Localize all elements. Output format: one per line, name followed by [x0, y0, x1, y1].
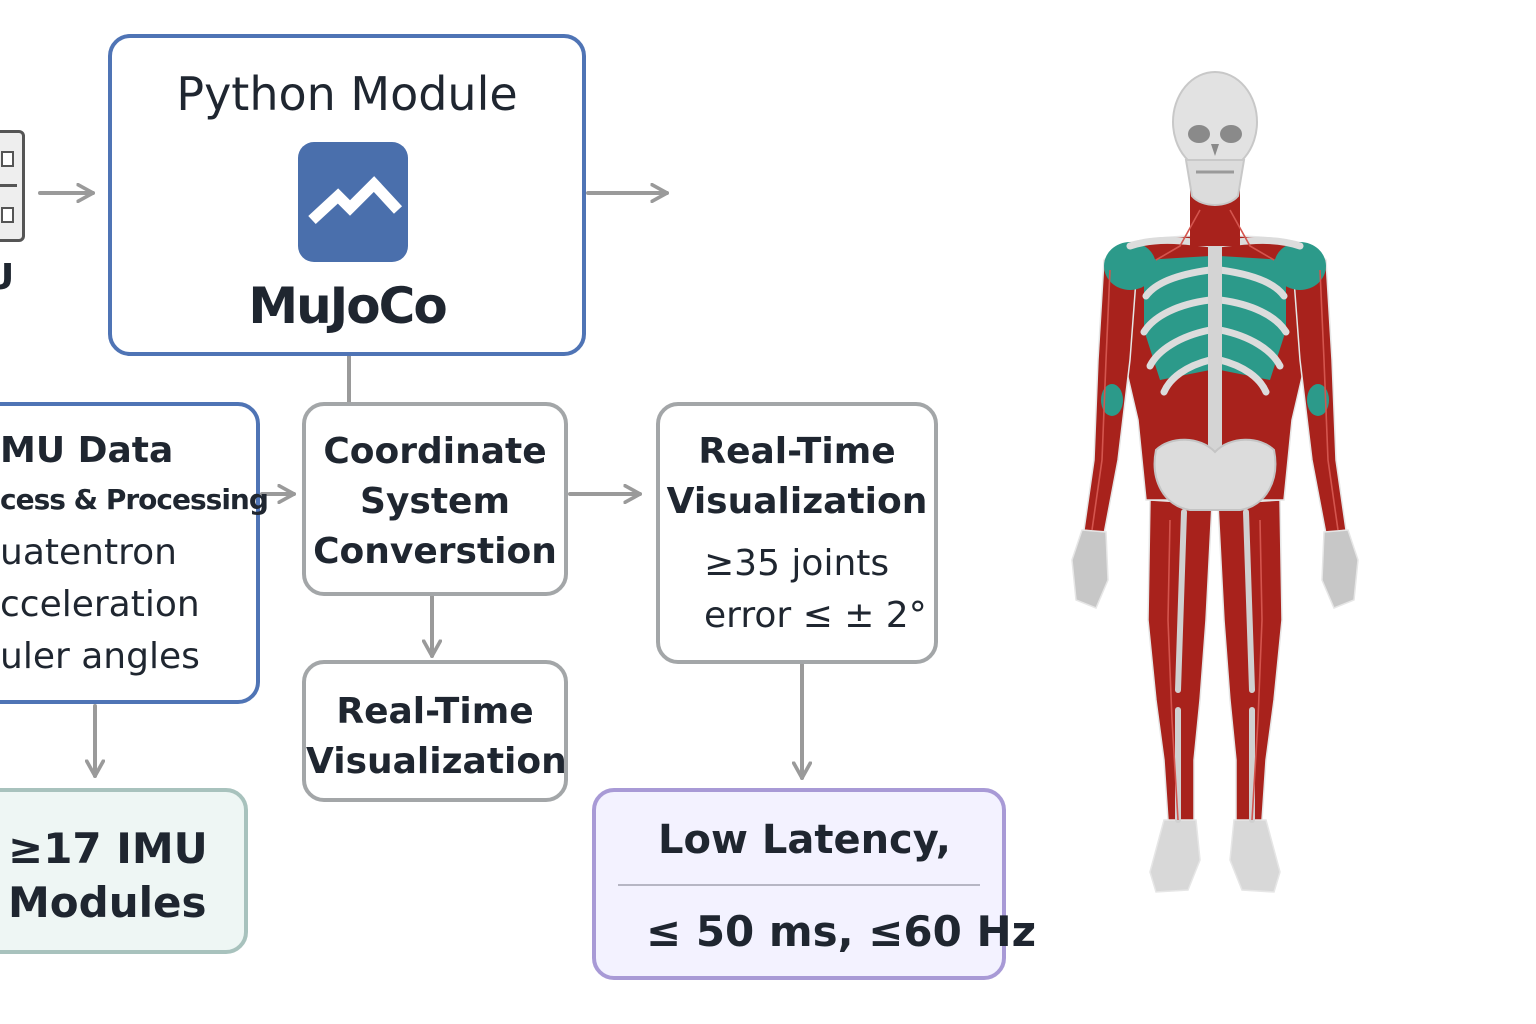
right-foot [1229, 819, 1281, 893]
right-elbow-joint [1307, 384, 1329, 416]
left-elbow-joint [1101, 384, 1123, 416]
low-latency-box: Low Latency, ≤ 50 ms, ≤60 Hz [592, 788, 1036, 980]
sensor-port-icon [1, 151, 14, 167]
imu-data-box: MU Data cess & Processing uatentron ccel… [0, 402, 269, 704]
coordinate-line: Converstion [313, 531, 557, 572]
blood-vessel [1251, 519, 1263, 821]
imu-modules-line: Modules [8, 878, 207, 927]
blood-vessel [1091, 269, 1111, 531]
anatomy-figure [1071, 71, 1359, 893]
rib [1146, 326, 1214, 370]
rib [1216, 296, 1290, 336]
right-shoulder-joint [1274, 242, 1326, 290]
imu-data-title: MU Data [0, 430, 174, 471]
sensor-device [0, 130, 25, 242]
coordinate-conversion-box: Coordinate System Converstion [302, 402, 568, 596]
realtime-visualization-title: Visualization [666, 481, 928, 522]
mujoco-logo [298, 142, 408, 262]
rib [1216, 356, 1270, 396]
blood-vessel [1229, 209, 1275, 261]
blood-vessel [1319, 269, 1339, 531]
left-foot [1149, 819, 1201, 893]
realtime-visualization-title: Real-Time [698, 431, 896, 472]
rib [1160, 356, 1214, 396]
right-hand [1321, 529, 1359, 609]
sensor-label: U [0, 258, 14, 298]
realtime-visualization-small-box: Real-Time Visualization [302, 660, 568, 802]
spine [1208, 210, 1222, 500]
left-hand [1071, 529, 1109, 609]
rib [1216, 266, 1288, 300]
pelvis [1153, 438, 1277, 511]
imu-modules-box: ≥17 IMU Modules [0, 788, 248, 954]
imu-data-item: uler angles [0, 636, 200, 677]
left-femur [1175, 509, 1187, 693]
rib [1140, 296, 1214, 336]
realtime-visualization-small-line: Visualization [306, 741, 567, 782]
realtime-visualization-spec: ≥35 joints [704, 543, 890, 584]
mujoco-logo-icon [308, 176, 403, 225]
blood-vessel [1155, 209, 1201, 261]
imu-data-subtitle: cess & Processing [0, 483, 269, 516]
coordinate-line: System [360, 481, 510, 522]
coordinate-line: Coordinate [323, 431, 547, 472]
latency-title: Low Latency, [658, 817, 951, 863]
sensor-divider [0, 184, 17, 187]
blood-vessel [1167, 519, 1179, 821]
latency-value: ≤ 50 ms, ≤60 Hz [646, 907, 1037, 956]
right-femur [1243, 509, 1255, 693]
skull [1172, 71, 1258, 206]
realtime-visualization-small-line: Real-Time [336, 691, 534, 732]
sensor-port-icon [1, 207, 14, 223]
realtime-visualization-box: Real-Time Visualization ≥35 joints error… [656, 402, 938, 664]
rib [1216, 326, 1284, 370]
imu-data-item: cceleration [0, 584, 200, 625]
python-module-box: Python Module MuJoCo [108, 34, 586, 356]
python-module-title: Python Module [176, 67, 518, 121]
rib [1142, 266, 1214, 300]
imu-data-item: uatentron [0, 532, 177, 573]
chest-muscles [1144, 256, 1286, 380]
mujoco-logo-label: MuJoCo [248, 277, 447, 335]
left-shoulder-joint [1104, 242, 1156, 290]
imu-modules-line: ≥17 IMU [8, 824, 208, 873]
realtime-visualization-spec: error ≤ ± 2° [704, 595, 927, 636]
latency-divider [618, 884, 980, 886]
